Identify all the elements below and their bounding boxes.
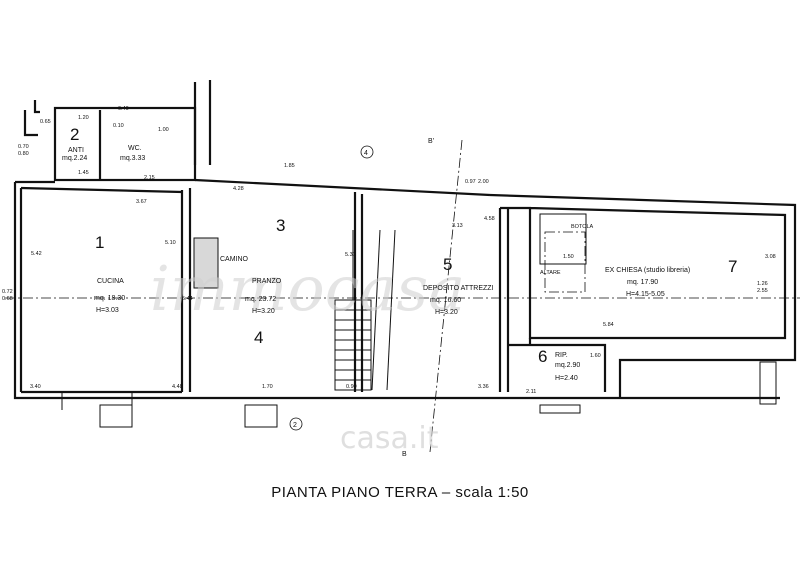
svg-text:mq. 23.72: mq. 23.72	[245, 296, 276, 303]
fireplace-hatch	[193, 237, 219, 289]
svg-text:2: 2	[70, 125, 79, 144]
svg-text:EX CHIESA (studio libreria): EX CHIESA (studio libreria)	[605, 267, 690, 274]
svg-text:0.97: 0.97	[465, 179, 476, 185]
svg-text:3: 3	[276, 216, 285, 235]
svg-text:2.11: 2.11	[526, 389, 536, 395]
room-2-anti: 2 ANTI mq.2.24	[62, 125, 87, 162]
svg-text:DEPOSITO ATTREZZI: DEPOSITO ATTREZZI	[423, 285, 494, 292]
staircase	[334, 229, 396, 391]
svg-text:1.45: 1.45	[78, 170, 89, 176]
svg-text:4.48: 4.48	[172, 384, 183, 390]
room-6-rip: 6 RIP. mq.2.90 H=2.40	[538, 347, 580, 382]
svg-text:0.40: 0.40	[118, 106, 129, 112]
svg-text:4: 4	[364, 150, 368, 157]
svg-text:5.10: 5.10	[165, 240, 176, 246]
svg-text:1.60: 1.60	[590, 353, 601, 359]
exterior-walls	[13, 106, 797, 400]
svg-text:mq. 18.30: mq. 18.30	[94, 295, 125, 302]
svg-text:H=3.20: H=3.20	[252, 308, 275, 315]
svg-text:mq. 17.90: mq. 17.90	[627, 279, 658, 286]
svg-text:H=2.40: H=2.40	[555, 375, 578, 382]
svg-text:1: 1	[95, 233, 104, 252]
room-5-deposito: 5 DEPOSITO ATTREZZI mq. 16.60 H=3.20	[423, 255, 494, 316]
svg-text:1.26: 1.26	[757, 281, 768, 287]
svg-text:3.40: 3.40	[30, 384, 41, 390]
svg-text:ANTI: ANTI	[68, 147, 84, 154]
section-mark-bottom: B	[402, 451, 407, 458]
svg-text:0.70: 0.70	[18, 144, 29, 150]
svg-text:2.15: 2.15	[144, 175, 155, 181]
altar-area	[539, 213, 587, 293]
svg-text:5.84: 5.84	[603, 322, 614, 328]
watermark-site: casa.it	[340, 421, 439, 456]
svg-text:mq.2.24: mq.2.24	[62, 155, 87, 162]
steps	[61, 361, 777, 428]
svg-text:0.80: 0.80	[18, 151, 29, 157]
svg-text:0.65: 0.65	[40, 119, 51, 125]
svg-text:5.44: 5.44	[182, 296, 193, 302]
marker-2: 2	[289, 417, 303, 431]
label-camino: CAMINO	[220, 256, 249, 263]
room-1-cucina: 1 CUCINA mq. 18.30 H=3.03	[94, 233, 125, 314]
svg-text:0.68: 0.68	[2, 296, 13, 302]
svg-text:1.50: 1.50	[563, 254, 574, 260]
svg-text:4.58: 4.58	[484, 216, 495, 222]
section-line	[429, 139, 463, 453]
svg-text:3.08: 3.08	[765, 254, 776, 260]
svg-text:mq. 16.60: mq. 16.60	[430, 297, 461, 304]
svg-text:6: 6	[538, 347, 547, 366]
interior-walls	[20, 110, 607, 394]
watermark-brand: immocasa	[150, 252, 465, 325]
svg-text:PRANZO: PRANZO	[252, 278, 282, 285]
svg-text:1.85: 1.85	[284, 163, 295, 169]
drawing-title: PIANTA PIANO TERRA – scala 1:50	[271, 484, 529, 501]
svg-text:0.10: 0.10	[113, 123, 124, 129]
marker-4: 4	[360, 145, 374, 159]
label-altare: ALTARE	[540, 270, 561, 276]
svg-text:3.67: 3.67	[136, 199, 147, 205]
svg-text:0.72: 0.72	[2, 289, 13, 295]
svg-text:1.00: 1.00	[158, 127, 169, 133]
svg-text:5.42: 5.42	[31, 251, 42, 257]
svg-text:mq.3.33: mq.3.33	[120, 155, 145, 162]
svg-text:H=4.15-5.05: H=4.15-5.05	[626, 291, 665, 298]
svg-text:CUCINA: CUCINA	[97, 278, 124, 285]
svg-text:1.20: 1.20	[78, 115, 89, 121]
room-3-pranzo: 3 PRANZO mq. 23.72 H=3.20 4	[245, 216, 285, 347]
label-botola: BOTOLA	[571, 224, 594, 230]
svg-text:mq.2.90: mq.2.90	[555, 362, 580, 369]
svg-text:7: 7	[728, 257, 737, 276]
svg-text:H=3.03: H=3.03	[96, 307, 119, 314]
room-wc: WC. mq.3.33	[120, 145, 145, 162]
svg-text:5.31: 5.31	[345, 252, 356, 258]
svg-text:1.70: 1.70	[262, 384, 273, 390]
svg-text:H=3.20: H=3.20	[435, 309, 458, 316]
svg-text:WC.: WC.	[128, 145, 142, 152]
svg-text:4.28: 4.28	[233, 186, 244, 192]
svg-text:2.55: 2.55	[757, 288, 768, 294]
dimension-labels: 0.65 0.70 0.80 1.20 0.10 0.40 1.00 1.45 …	[2, 106, 776, 395]
svg-text:5: 5	[443, 255, 452, 274]
svg-text:3.13: 3.13	[452, 223, 463, 229]
svg-text:RIP.: RIP.	[555, 352, 568, 359]
svg-text:4: 4	[254, 328, 263, 347]
svg-text:0.90: 0.90	[346, 384, 357, 390]
svg-text:3.36: 3.36	[478, 384, 489, 390]
svg-text:2: 2	[293, 422, 297, 429]
room-7-ex-chiesa: 7 EX CHIESA (studio libreria) mq. 17.90 …	[605, 257, 737, 298]
svg-text:2.00: 2.00	[478, 179, 489, 185]
section-mark-top: B'	[428, 138, 434, 145]
